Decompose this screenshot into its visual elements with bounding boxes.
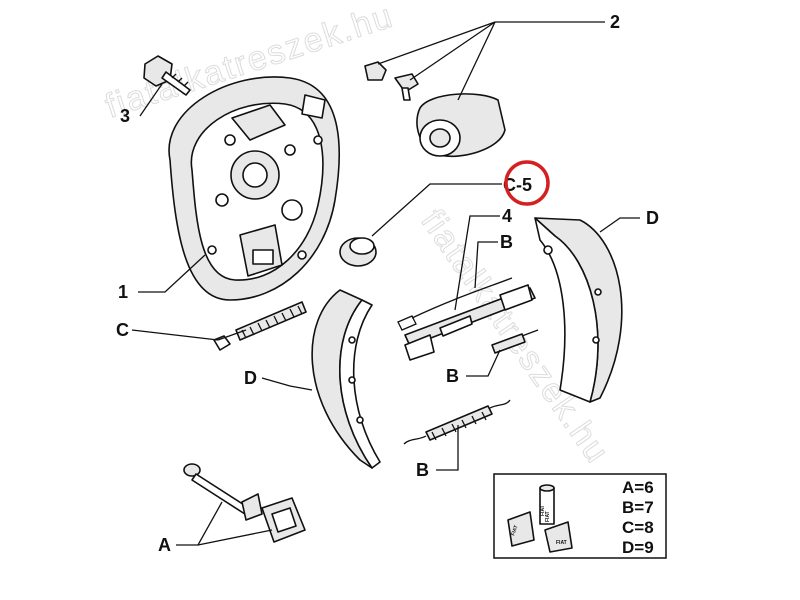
label-b-middle: B	[446, 366, 459, 386]
label-b-lower: B	[416, 460, 429, 480]
brake-shoe-left	[311, 289, 381, 469]
hold-down-spring	[213, 301, 307, 351]
wheel-cylinder	[364, 61, 506, 158]
label-4: 4	[502, 206, 512, 226]
legend-item-c: C=8	[622, 518, 654, 537]
label-b-upper: B	[500, 232, 513, 252]
legend-item-b: B=7	[622, 498, 654, 517]
spring-upper	[397, 277, 513, 331]
highlight-circle	[504, 160, 550, 206]
plug	[339, 237, 377, 267]
brake-shoe-right	[534, 217, 623, 403]
leader-lines	[131, 21, 640, 546]
label-1: 1	[118, 282, 128, 302]
legend-box: FIAT FIAT FIAT FIAT A=6 B=7 C=8 D=9	[493, 473, 667, 559]
spring-lower	[403, 399, 511, 445]
svg-text:FIAT: FIAT	[540, 505, 546, 516]
spring-middle	[491, 329, 539, 354]
label-a: A	[158, 535, 171, 555]
svg-text:FIAT: FIAT	[545, 511, 551, 522]
label-d-left: D	[244, 368, 257, 388]
bolt	[143, 55, 191, 96]
backing-plate	[168, 76, 340, 301]
kit-icon: FIAT FIAT FIAT FIAT	[507, 484, 573, 553]
hold-down-clip	[261, 497, 306, 543]
label-c: C	[116, 320, 129, 340]
label-2: 2	[610, 12, 620, 32]
label-d-right: D	[646, 208, 659, 228]
hold-down-pin	[183, 463, 263, 521]
label-3: 3	[120, 106, 130, 126]
legend-item-a: A=6	[622, 478, 654, 497]
svg-text:FIAT: FIAT	[510, 525, 519, 537]
adjuster-strut	[404, 284, 536, 361]
legend-item-d: D=9	[622, 538, 654, 557]
svg-text:FIAT: FIAT	[556, 540, 567, 546]
label-c-5: C-5	[503, 175, 532, 195]
